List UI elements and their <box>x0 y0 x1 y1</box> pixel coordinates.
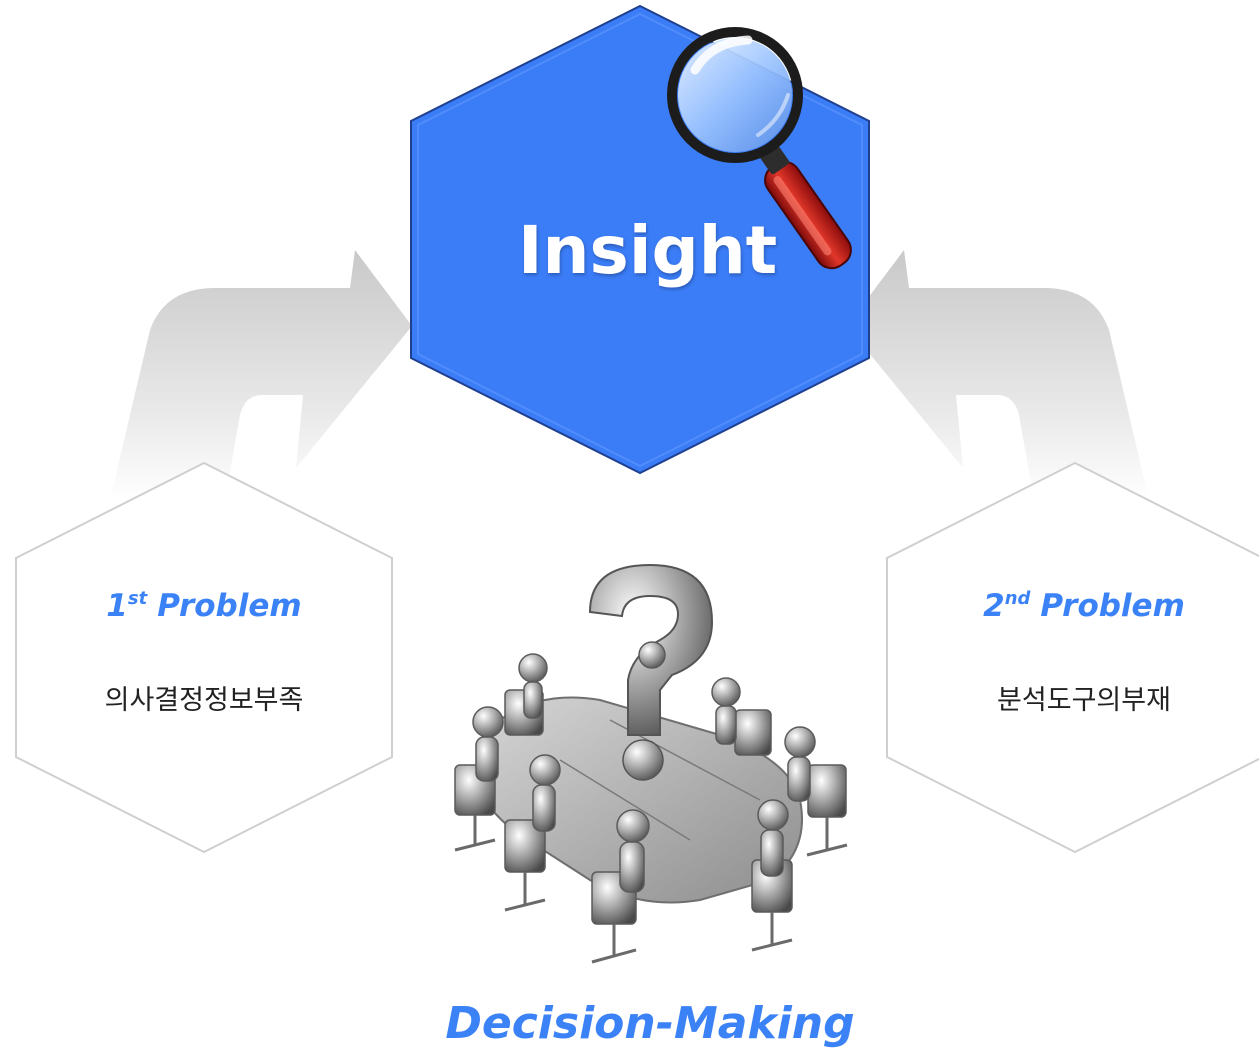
left-problem-number: 1 <box>106 588 128 624</box>
left-problem-title: 1st Problem <box>54 588 354 624</box>
right-problem-hexagon <box>886 461 1259 854</box>
left-problem-description: 의사결정정보부족 <box>104 685 304 716</box>
magnifier-icon <box>667 27 852 270</box>
meeting-illustration <box>454 563 848 964</box>
insight-title: Insight <box>518 212 778 289</box>
left-arrow <box>110 250 412 500</box>
left-problem-suffix: st <box>127 588 148 609</box>
left-problem-hexagon <box>15 461 393 854</box>
right-problem-title: 2nd Problem <box>934 588 1234 624</box>
right-arrow <box>847 250 1149 500</box>
right-problem-description: 분석도구의부재 <box>997 685 1171 716</box>
right-problem-number: 2 <box>983 588 1005 624</box>
decision-making-title: Decision-Making <box>445 998 855 1049</box>
right-problem-suffix: nd <box>1004 588 1031 609</box>
left-problem-word: Problem <box>157 588 302 624</box>
right-problem-word: Problem <box>1040 588 1185 624</box>
